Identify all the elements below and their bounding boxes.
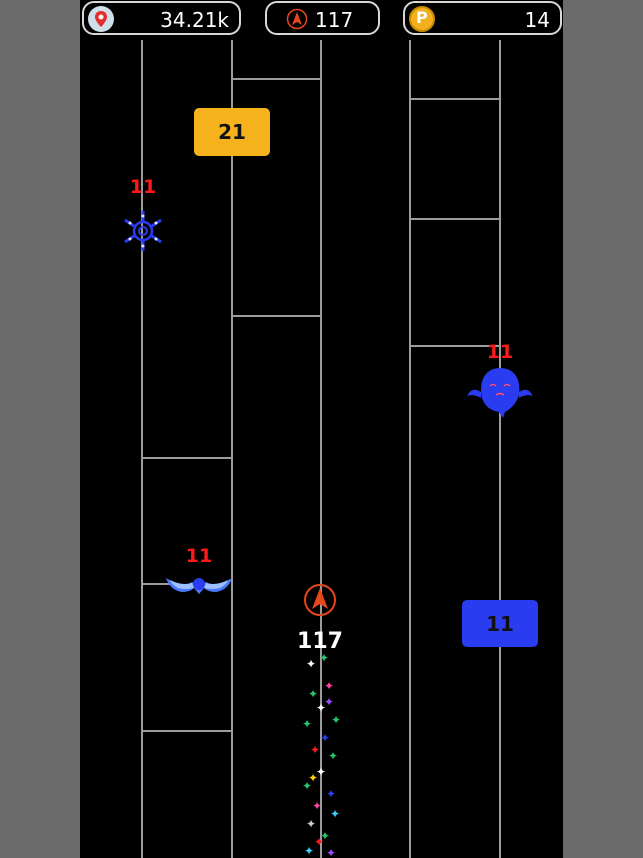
enemy-hp-label: 11 xyxy=(185,545,213,567)
svg-text:✦: ✦ xyxy=(316,701,326,715)
game-playfield[interactable]: 21 11 11 11 11 xyxy=(80,0,563,858)
svg-text:✦: ✦ xyxy=(324,695,334,709)
wall-segment xyxy=(410,218,500,220)
lane-line xyxy=(499,36,501,858)
svg-text:✦: ✦ xyxy=(306,657,316,671)
sparkle-trail: ✦ ✦ ✦ ✦ ✦ ✦ ✦ ✦ ✦ ✦ ✦ ✦ ✦ ✦ ✦ ✦ ✦ ✦ ✦ ✦ … xyxy=(302,651,341,858)
wall-segment xyxy=(142,730,231,732)
ghost-enemy-icon xyxy=(467,368,533,418)
bat-enemy-icon xyxy=(166,578,232,594)
coin-letter: P xyxy=(416,8,428,27)
ammo-counter: 117 xyxy=(265,1,380,35)
svg-text:✦: ✦ xyxy=(306,817,316,831)
svg-text:✦: ✦ xyxy=(326,787,336,801)
coin-p-icon: P xyxy=(409,6,435,32)
svg-text:✦: ✦ xyxy=(320,829,330,843)
svg-text:✦: ✦ xyxy=(302,717,312,731)
ammo-value: 117 xyxy=(315,8,354,32)
lane-line xyxy=(141,36,143,858)
coin-value: 14 xyxy=(524,8,550,32)
wall-segment xyxy=(232,315,321,317)
snowflake-enemy-icon xyxy=(124,211,162,251)
player-ship-icon xyxy=(304,584,336,616)
wall-segment xyxy=(410,345,500,347)
lane-line xyxy=(320,36,322,858)
svg-text:✦: ✦ xyxy=(310,743,320,757)
map-pin-icon xyxy=(88,6,114,32)
wall-segment xyxy=(410,98,500,100)
number-block: 11 xyxy=(462,600,538,647)
distance-counter: 34.21k xyxy=(82,1,241,35)
svg-text:✦: ✦ xyxy=(328,749,338,763)
svg-text:✦: ✦ xyxy=(304,844,314,858)
svg-text:✦: ✦ xyxy=(319,651,329,665)
enemy-hp-label: 11 xyxy=(486,341,514,363)
svg-text:✦: ✦ xyxy=(308,687,318,701)
wall-segment xyxy=(142,583,172,585)
svg-text:✦: ✦ xyxy=(314,835,324,849)
distance-value: 34.21k xyxy=(160,8,229,32)
svg-text:✦: ✦ xyxy=(324,679,334,693)
svg-text:✦: ✦ xyxy=(326,846,336,858)
wall-segment xyxy=(232,78,321,80)
lane-line xyxy=(231,36,233,858)
hud-bar: 34.21k 117 P 14 xyxy=(80,0,563,40)
coin-counter: P 14 xyxy=(403,1,562,35)
enemy-hp-label: 11 xyxy=(129,176,157,198)
svg-text:✦: ✦ xyxy=(320,731,330,745)
player-hp-label: 117 xyxy=(297,629,343,654)
svg-text:✦: ✦ xyxy=(302,779,312,793)
lane-line xyxy=(409,36,411,858)
arrow-ship-icon xyxy=(286,8,308,30)
svg-text:✦: ✦ xyxy=(316,765,326,779)
wall-segment xyxy=(142,457,231,459)
svg-text:✦: ✦ xyxy=(330,807,340,821)
number-block: 21 xyxy=(194,108,270,156)
svg-text:✦: ✦ xyxy=(331,713,341,727)
svg-text:✦: ✦ xyxy=(308,771,318,785)
svg-text:✦: ✦ xyxy=(312,799,322,813)
